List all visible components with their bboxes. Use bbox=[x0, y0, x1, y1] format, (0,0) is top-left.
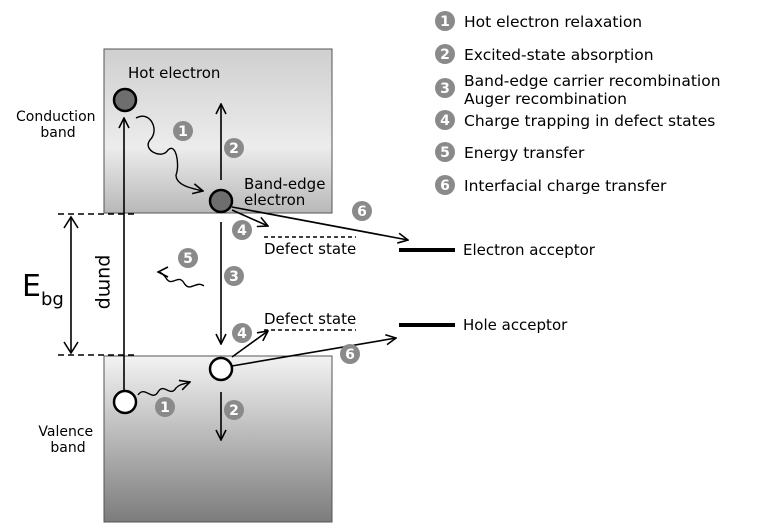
band-edge-electron-label: Band-edge electron bbox=[244, 175, 330, 209]
badge-recombination: 3 bbox=[224, 266, 244, 286]
conduction-band bbox=[103, 48, 333, 214]
legend-item-4: 4 Charge trapping in defect states bbox=[435, 110, 715, 130]
legend-text-6: Interfacial charge transfer bbox=[464, 177, 667, 195]
valence-band-label: Valence band bbox=[38, 424, 97, 456]
band-edge-hole bbox=[208, 356, 234, 382]
hot-hole bbox=[112, 389, 138, 415]
hot-electron bbox=[112, 87, 138, 113]
ebg-label: Ebg bbox=[22, 269, 64, 310]
svg-text:1: 1 bbox=[178, 124, 188, 140]
legend: 1 Hot electron relaxation 2 Excited-stat… bbox=[435, 11, 725, 195]
hole-transfer-arrow bbox=[231, 338, 396, 367]
legend-item-2: 2 Excited-state absorption bbox=[435, 44, 654, 64]
legend-item-1: 1 Hot electron relaxation bbox=[435, 11, 642, 31]
svg-text:2: 2 bbox=[440, 47, 450, 63]
svg-text:3: 3 bbox=[229, 269, 239, 285]
energy-transfer-arrow bbox=[158, 272, 205, 288]
lower-defect-state-label: Defect state bbox=[264, 310, 356, 328]
svg-text:1: 1 bbox=[440, 14, 450, 30]
svg-text:5: 5 bbox=[440, 145, 450, 161]
svg-text:5: 5 bbox=[183, 251, 193, 267]
hot-electron-relaxation-arrow bbox=[135, 115, 203, 191]
legend-text-4: Charge trapping in defect states bbox=[464, 112, 715, 130]
legend-text-5: Energy transfer bbox=[464, 144, 585, 162]
badge-hole-esa: 2 bbox=[224, 400, 244, 420]
hole-trapping-arrow bbox=[231, 331, 268, 358]
svg-text:3: 3 bbox=[440, 81, 450, 97]
valence-band bbox=[103, 355, 333, 523]
badge-hole-transfer: 6 bbox=[340, 344, 360, 364]
electron-acceptor-label: Electron acceptor bbox=[463, 241, 596, 259]
conduction-band-label: Conduction band bbox=[16, 109, 100, 141]
badge-energy-transfer: 5 bbox=[178, 248, 198, 268]
hole-acceptor-label: Hole acceptor bbox=[463, 316, 568, 334]
badge-electron-esa: 2 bbox=[224, 138, 244, 158]
electron-trapping-arrow bbox=[231, 209, 268, 226]
band-edge-electron bbox=[208, 188, 234, 214]
svg-text:2: 2 bbox=[229, 403, 239, 419]
svg-text:4: 4 bbox=[440, 113, 450, 129]
svg-text:6: 6 bbox=[357, 204, 367, 220]
legend-item-6: 6 Interfacial charge transfer bbox=[435, 175, 667, 195]
hole-relaxation-arrow bbox=[137, 382, 190, 396]
svg-text:6: 6 bbox=[345, 347, 355, 363]
badge-hole-relaxation: 1 bbox=[155, 397, 175, 417]
legend-text-1: Hot electron relaxation bbox=[464, 13, 642, 31]
electron-transfer-arrow bbox=[231, 206, 408, 240]
hot-electron-label: Hot electron bbox=[128, 64, 220, 82]
legend-text-2: Excited-state absorption bbox=[464, 46, 654, 64]
upper-defect-state-label: Defect state bbox=[264, 240, 356, 258]
svg-text:6: 6 bbox=[440, 178, 450, 194]
svg-text:4: 4 bbox=[237, 326, 247, 342]
legend-item-5: 5 Energy transfer bbox=[435, 142, 585, 162]
badge-hot-electron-relaxation: 1 bbox=[173, 121, 193, 141]
badge-hole-trapping: 4 bbox=[232, 323, 252, 343]
badge-electron-trapping: 4 bbox=[232, 220, 252, 240]
svg-text:1: 1 bbox=[160, 400, 170, 416]
legend-item-3: 3 Band-edge carrier recombination Auger … bbox=[435, 72, 725, 108]
svg-text:4: 4 bbox=[237, 223, 247, 239]
legend-text-3: Band-edge carrier recombination Auger re… bbox=[464, 72, 725, 108]
badge-electron-transfer: 6 bbox=[352, 201, 372, 221]
svg-text:2: 2 bbox=[229, 141, 239, 157]
pump-label: pump bbox=[94, 255, 116, 310]
